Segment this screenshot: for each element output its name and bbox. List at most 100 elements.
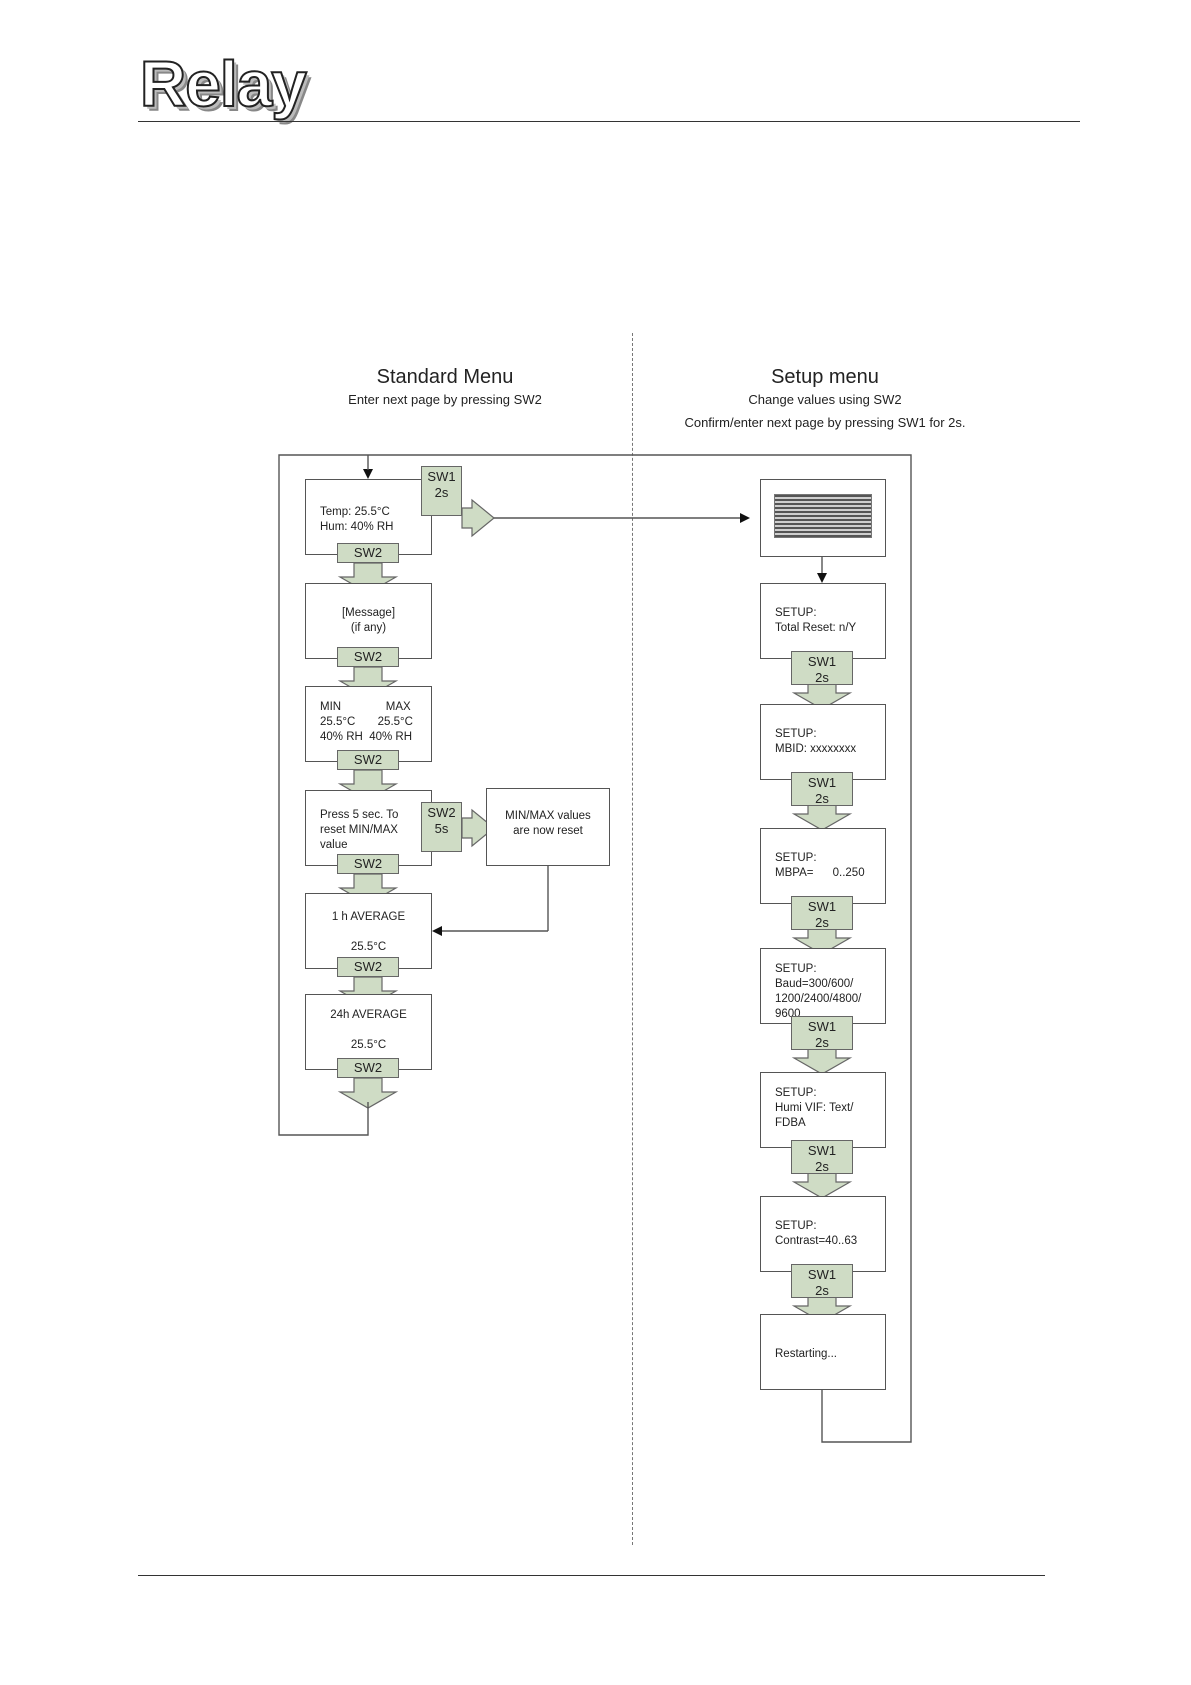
screen-line: Baud=300/600/ <box>775 978 854 990</box>
sw2-arrow-6 <box>337 1077 399 1109</box>
sw2-button-3: SW2 <box>337 750 399 770</box>
standard-page-2-text: [Message](if any) <box>310 606 427 636</box>
setup-page-6-text: SETUP: Contrast=40..63 <box>775 1219 877 1249</box>
sw1-2s-button-label-1: SW1 <box>427 469 456 484</box>
reset-return-arrowhead <box>432 926 442 936</box>
sw2-button-1-label-1: SW2 <box>353 545 383 560</box>
screen-line: Press 5 sec. To <box>320 809 399 821</box>
setup-page-5: SETUP:Humi VIF: Text/FDBA <box>760 1072 886 1148</box>
footer-rule <box>138 1575 1045 1576</box>
standard-page-5-text: 1 h AVERAGE 25.5°C <box>310 910 427 955</box>
screen-line: MBID: xxxxxxxx <box>775 743 857 755</box>
screen-line: value <box>320 839 348 851</box>
sw1-button-4-label-1: SW1 <box>807 1019 837 1034</box>
minmax-reset-box-text: MIN/MAX values are now reset <box>491 809 605 839</box>
sw1-button-5-label-2: 2s <box>815 1159 829 1174</box>
screen-line: reset MIN/MAX <box>320 824 398 836</box>
sw1-button-6-label-1: SW1 <box>807 1267 837 1282</box>
display-to-setup-arrowhead <box>817 573 827 583</box>
standard-page-4-text: Press 5 sec. To reset MIN/MAX value <box>320 808 423 853</box>
setup-page-1-text: SETUP: Total Reset: n/Y <box>775 606 877 636</box>
screen-line: SETUP: <box>775 963 817 975</box>
sw1-button-2-label-2: 2s <box>815 791 829 806</box>
sw2-button-4: SW2 <box>337 854 399 874</box>
screen-line: SETUP: <box>775 728 817 740</box>
setup-page-3-text: SETUP: MBPA= 0..250 <box>775 851 877 881</box>
sw1-button-5-label-1: SW1 <box>807 1143 837 1158</box>
standard-page-4: Press 5 sec. To reset MIN/MAX value <box>305 790 432 866</box>
standard-page-2: [Message](if any) <box>305 583 432 659</box>
screen-line <box>310 925 427 940</box>
setup-menu-subtitle-2: Confirm/enter next page by pressing SW1 … <box>684 415 966 430</box>
sw2-5s-block-arrow <box>461 808 495 848</box>
screen-line: MIN MAX <box>320 701 411 713</box>
to-setup-arrowhead <box>740 513 750 523</box>
screen-line: Contrast=40..63 <box>775 1235 858 1247</box>
setup-menu-subtitle-1: Change values using SW2 <box>748 392 902 407</box>
sw2-button-1: SW2 <box>337 543 399 563</box>
screen-line: Humi VIF: Text/ <box>775 1102 854 1114</box>
sw1-button-4-label-2: 2s <box>815 1035 829 1050</box>
sw2-button-3-label-1: SW2 <box>353 752 383 767</box>
setup-page-6: SETUP: Contrast=40..63 <box>760 1196 886 1272</box>
sw2-button-2-label-1: SW2 <box>353 649 383 664</box>
setup-page-2: SETUP: MBID: xxxxxxxx <box>760 704 886 780</box>
screen-line: 1200/2400/4800/ <box>775 993 862 1005</box>
screen-line: Hum: 40% RH <box>320 521 394 533</box>
screen-line: MIN/MAX values <box>505 810 591 822</box>
sw2-button-5: SW2 <box>337 957 399 977</box>
header-rule <box>138 121 1080 122</box>
screen-line: SETUP: <box>775 607 817 619</box>
sw2-button-4-label-1: SW2 <box>353 856 383 871</box>
screen-line: SETUP: <box>775 1220 817 1232</box>
sw1-block-arrow <box>461 498 495 538</box>
sw1-2s-button-label-2: 2s <box>434 485 449 500</box>
sw2-button-6-label-1: SW2 <box>353 1060 383 1075</box>
screen-line: 40% RH 40% RH <box>320 731 413 743</box>
standard-menu-subtitle: Enter next page by pressing SW2 <box>348 392 542 407</box>
setup-page-7-text: Restarting... <box>775 1347 877 1362</box>
setup-menu-title: Setup menu <box>771 366 879 388</box>
sw2-5s-button-label-1: SW2 <box>427 805 456 820</box>
sw2-button-2: SW2 <box>337 647 399 667</box>
screen-line: are now reset <box>513 825 583 837</box>
screen-line: 1 h AVERAGE <box>331 911 406 923</box>
setup-page-1: SETUP: Total Reset: n/Y <box>760 583 886 659</box>
sw1-button-3-label-2: 2s <box>815 915 829 930</box>
sw2-button-6: SW2 <box>337 1058 399 1078</box>
screen-line: 24h AVERAGE <box>330 1009 407 1021</box>
setup-page-4: SETUP:Baud=300/600/1200/2400/4800/9600 <box>760 948 886 1024</box>
screen-line: (if any) <box>350 622 387 634</box>
screen-line <box>310 1023 427 1038</box>
screen-line: MBPA= 0..250 <box>775 867 865 879</box>
screen-line: 25.5°C <box>350 1039 387 1051</box>
standard-page-5: 1 h AVERAGE 25.5°C <box>305 893 432 969</box>
sw2-button-5-label-1: SW2 <box>353 959 383 974</box>
sw1-button-1-label-1: SW1 <box>807 654 837 669</box>
sw2-5s-button-label-2: 5s <box>434 821 449 836</box>
relay-logo: Relay <box>139 48 308 120</box>
standard-menu-title: Standard Menu <box>376 366 514 388</box>
screen-line: Total Reset: n/Y <box>775 622 857 634</box>
screen-line: SETUP: <box>775 852 817 864</box>
sw1-button-3-label-1: SW1 <box>807 899 837 914</box>
sw1-button-2-label-1: SW1 <box>807 775 837 790</box>
entry-arrowhead <box>363 469 373 479</box>
sw1-button-6-label-2: 2s <box>815 1283 829 1298</box>
column-divider <box>632 333 633 1545</box>
setup-page-7: Restarting... <box>760 1314 886 1390</box>
setup-page-2-text: SETUP: MBID: xxxxxxxx <box>775 727 877 757</box>
lcd-display-icon <box>774 494 872 538</box>
